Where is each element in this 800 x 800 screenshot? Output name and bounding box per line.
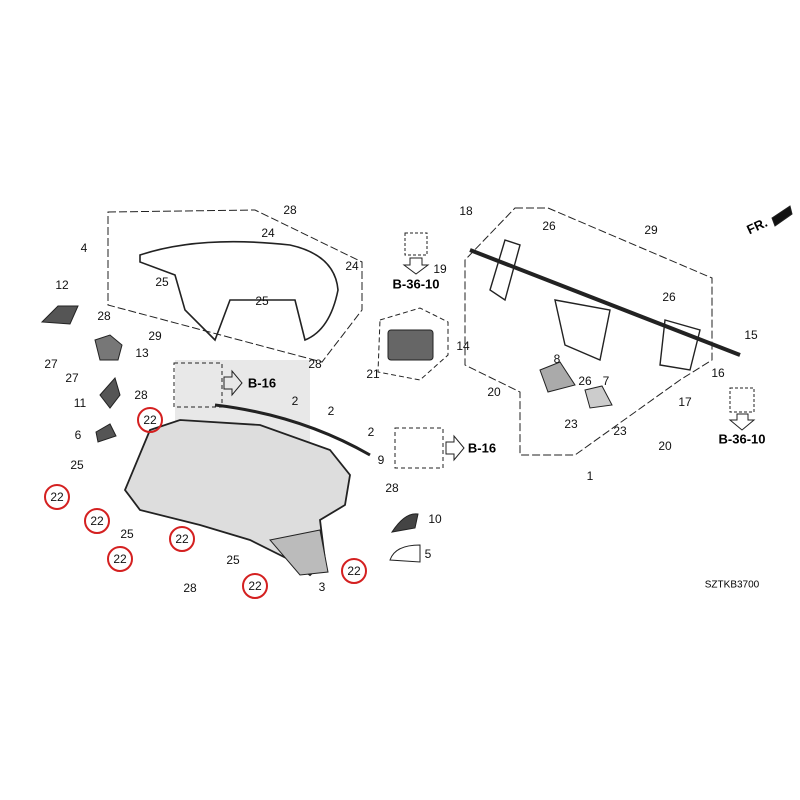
highlighted-callout[interactable]: 22: [242, 573, 268, 599]
highlighted-callout[interactable]: 22: [169, 526, 195, 552]
callout-label: 19: [433, 262, 447, 276]
callout-label: 20: [487, 385, 501, 399]
module-14: [387, 329, 434, 361]
callout-label: 28: [134, 388, 148, 402]
callout-label: 29: [148, 329, 162, 343]
callout-label: 28: [183, 581, 197, 595]
callout-label: 16: [711, 366, 725, 380]
callout-label: 25: [120, 527, 134, 541]
part-11: [99, 376, 121, 409]
callout-label: 20: [658, 439, 672, 453]
vent-10: [390, 513, 419, 533]
dashboard-trim-strip: [214, 403, 371, 457]
b3610-box-right: [729, 387, 755, 413]
callout-label: 1: [586, 469, 594, 483]
callout-label: 21: [366, 367, 380, 381]
callout-label: 15: [744, 328, 758, 342]
callout-label: 17: [678, 395, 692, 409]
fr-arrow: [771, 205, 793, 227]
highlighted-callout[interactable]: 22: [341, 558, 367, 584]
callout-label: 26: [662, 290, 676, 304]
callout-label: 26: [578, 374, 592, 388]
callout-label: 23: [564, 417, 578, 431]
b16-dashed-box-right: [394, 427, 444, 469]
callout-label: 29: [644, 223, 658, 237]
arrow-down-top: [402, 257, 430, 275]
vent-6: [95, 423, 117, 443]
callout-label: 23: [613, 424, 627, 438]
callout-label: 25: [255, 294, 269, 308]
callout-label: 28: [385, 481, 399, 495]
b3610-box-top: [404, 232, 428, 256]
callout-label: 3: [318, 580, 326, 594]
diagram-code: SZTKB3700: [704, 579, 760, 591]
b16-dashed-box-left: [173, 362, 223, 408]
arrow-right-b16-left: [223, 369, 243, 397]
vent-12: [40, 305, 79, 325]
hanger-bracket-right: [659, 319, 701, 371]
ref-b16-left[interactable]: B-16: [247, 375, 277, 391]
callout-label: 25: [70, 458, 84, 472]
vent-13: [94, 334, 123, 361]
callout-label: 24: [261, 226, 275, 240]
callout-label: 24: [345, 259, 359, 273]
callout-label: 11: [73, 396, 87, 410]
callout-label: 26: [542, 219, 556, 233]
callout-label: 28: [283, 203, 297, 217]
upper-dashboard-pad: [139, 240, 339, 342]
highlighted-callout[interactable]: 22: [107, 546, 133, 572]
bracket-7: [584, 385, 613, 409]
callout-label: 27: [44, 357, 58, 371]
arrow-right-b16-right: [445, 434, 465, 462]
callout-label: 2: [291, 394, 299, 408]
upper-pad-group-outline: [107, 209, 363, 363]
lower-panel: [269, 529, 329, 576]
callout-label: 25: [226, 553, 240, 567]
callout-label: 28: [97, 309, 111, 323]
callout-label: 25: [155, 275, 169, 289]
frame-group-outline: [464, 207, 713, 456]
highlighted-callout[interactable]: 22: [84, 508, 110, 534]
callout-label: 14: [456, 339, 470, 353]
hanger-bracket-center: [554, 299, 611, 361]
ref-b3610-right[interactable]: B-36-10: [718, 431, 766, 447]
callout-label: 2: [327, 404, 335, 418]
ref-b16-right[interactable]: B-16: [467, 440, 497, 456]
callout-label: 4: [80, 241, 88, 255]
highlighted-callout[interactable]: 22: [137, 407, 163, 433]
module-14-outline: [377, 307, 449, 381]
callout-label: 28: [308, 357, 322, 371]
steering-hanger-beam: [469, 248, 741, 357]
callout-label: 18: [459, 204, 473, 218]
ref-b3610-top[interactable]: B-36-10: [392, 276, 440, 292]
bracket-8: [539, 361, 576, 393]
callout-label: 8: [553, 352, 561, 366]
callout-label: 7: [602, 374, 610, 388]
callout-label: 12: [55, 278, 69, 292]
callout-label: 13: [135, 346, 149, 360]
callout-label: 5: [424, 547, 432, 561]
panel-5: [389, 544, 421, 563]
callout-label: 6: [74, 428, 82, 442]
callout-label: 9: [377, 453, 385, 467]
arrow-down-right: [728, 413, 756, 431]
highlighted-callout[interactable]: 22: [44, 484, 70, 510]
callout-label: 27: [65, 371, 79, 385]
hanger-bracket-left: [489, 239, 521, 302]
callout-label: 10: [428, 512, 442, 526]
callout-label: 2: [367, 425, 375, 439]
